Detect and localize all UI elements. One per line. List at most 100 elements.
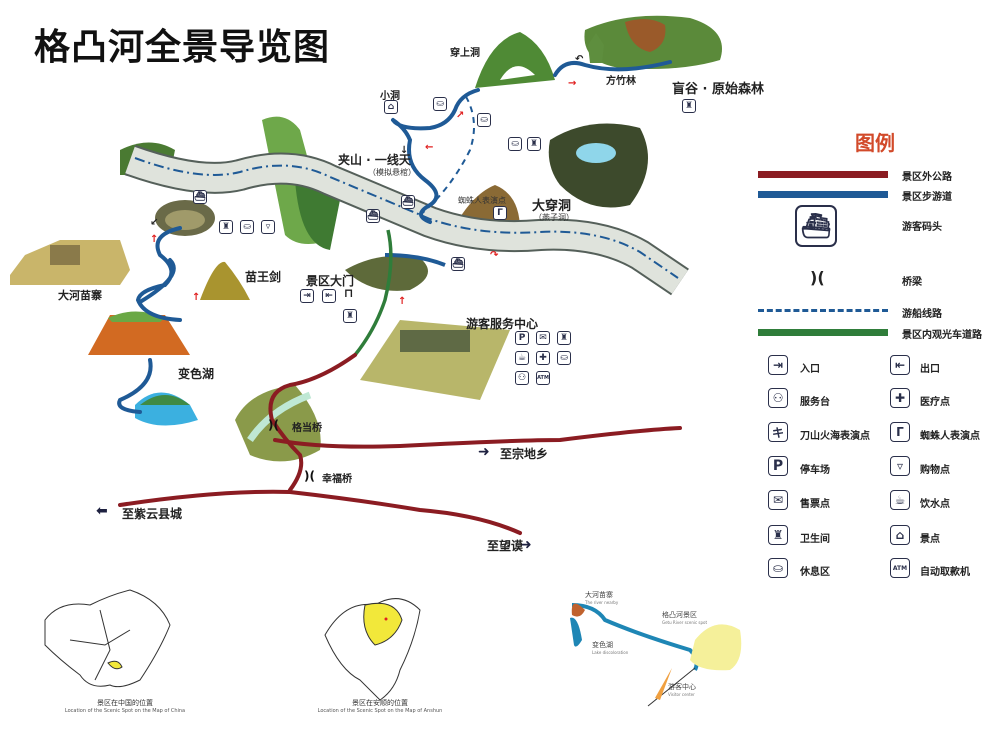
legend-label: 售票点 — [800, 499, 830, 510]
bowl-arena-inner — [165, 210, 205, 230]
bridge-icon: )( — [268, 418, 279, 432]
legend-trail-line — [758, 191, 888, 198]
toilet-icon[interactable]: ♜ — [343, 309, 357, 323]
entrance-icon: ⇥ — [768, 355, 788, 375]
legend-label: 游船线路 — [902, 309, 942, 320]
caption-en: Location of the Scenic Spot on the Map o… — [317, 708, 443, 714]
shopping-cart-icon[interactable]: ▿ — [261, 220, 275, 234]
legend-boat-line — [758, 309, 888, 312]
trail-upper — [391, 60, 672, 224]
label-dahe-miaozhai: 大河苗寨 — [58, 289, 102, 302]
drink-icon[interactable]: ☕ — [515, 351, 529, 365]
village-house — [50, 245, 80, 265]
spiderman-show-icon: Г — [890, 422, 910, 442]
visitor-center-illustration — [360, 320, 510, 400]
medical-icon[interactable]: ✚ — [536, 351, 550, 365]
label-fangzhu-lin: 方竹林 — [606, 76, 636, 87]
walk-arrow-icon: ↗ — [456, 110, 464, 121]
scenic-spot-icon[interactable]: ⌂ — [384, 100, 398, 114]
ship-icon[interactable]: ⛴ — [451, 257, 465, 271]
bridge-icon: )( — [304, 469, 315, 483]
legend-label: 景区内观光车道路 — [902, 330, 982, 341]
china-inset-caption: 景区在中国的位置 Location of the Scenic Spot on … — [60, 698, 190, 714]
legend-label: 饮水点 — [920, 499, 950, 510]
legend-label: 停车场 — [800, 465, 830, 476]
walk-arrow-icon: ↑ — [398, 296, 406, 307]
rest-area-icon[interactable]: ⛀ — [240, 220, 254, 234]
spiderman-show-icon[interactable]: Г — [493, 206, 507, 220]
label-gedang-qiao: 格当桥 — [292, 423, 322, 434]
caption-zh: 景区在中国的位置 — [97, 699, 153, 707]
dachuan-cave-pool — [576, 143, 616, 163]
parking-icon[interactable]: P — [515, 331, 529, 345]
rest-area-icon: ⛀ — [768, 558, 788, 578]
ship-icon[interactable]: ⛴ — [401, 195, 415, 209]
toilet-icon[interactable]: ♜ — [527, 137, 541, 151]
toilet-icon[interactable]: ♜ — [557, 331, 571, 345]
anshun-inset-caption: 景区在安顺的位置 Location of the Scenic Spot on … — [310, 698, 450, 714]
label-bianse-hu: 变色湖 — [178, 367, 215, 381]
scenic-spot-icon: ⌂ — [890, 525, 910, 545]
legend-label: 景区步游道 — [902, 192, 952, 203]
legend-label: 休息区 — [800, 567, 830, 578]
walk-arrow-icon: ↑ — [150, 234, 158, 245]
ticket-icon[interactable]: ✉ — [536, 331, 550, 345]
legend-label: 服务台 — [800, 397, 830, 408]
service-desk-icon: ⚇ — [768, 388, 788, 408]
ship-icon[interactable]: ⛴ — [193, 190, 207, 204]
trail-lower-left — [117, 226, 182, 414]
legend-label: 桥梁 — [902, 277, 922, 288]
manggu-cliff — [625, 19, 666, 53]
bamboo-illustration — [588, 33, 604, 63]
toilet-icon[interactable]: ♜ — [219, 220, 233, 234]
toilet-icon: ♜ — [768, 525, 788, 545]
anshun-inset-map — [324, 598, 421, 701]
scenery — [10, 15, 722, 462]
legend-label: 入口 — [800, 364, 820, 375]
chuanshang-cave-opening — [500, 66, 535, 80]
toilet-icon[interactable]: ♜ — [682, 99, 696, 113]
legend-shuttle-line — [758, 329, 888, 336]
label-to-zongdi: 至宗地乡 — [500, 447, 549, 461]
rest-area-icon[interactable]: ⛀ — [508, 137, 522, 151]
legend-label: 卫生间 — [800, 534, 830, 545]
legend-label: 景点 — [920, 534, 940, 545]
walk-arrow-icon: ↷ — [490, 250, 499, 261]
walk-arrow-icon: ← — [425, 142, 433, 153]
service-desk-icon[interactable]: ⚇ — [515, 371, 529, 385]
miaowang-sword-illustration — [200, 261, 250, 300]
shopping-cart-icon: ▿ — [890, 456, 910, 476]
legend-label: 游客码头 — [902, 222, 942, 233]
legend-label: 刀山火海表演点 — [800, 431, 870, 442]
legend-label: 景区外公路 — [902, 172, 952, 183]
legend-label: 购物点 — [920, 465, 950, 476]
rest-area-icon[interactable]: ⛀ — [557, 351, 571, 365]
parking-icon: P — [768, 456, 788, 476]
arrow-right-icon: ➜ — [478, 444, 490, 460]
bianse-lake-hill — [140, 395, 190, 405]
label-xiao-dong: 小洞 — [380, 91, 400, 102]
label-manggu: 盲谷 · 原始森林 — [672, 82, 764, 97]
dachuan-cave-illustration — [548, 123, 648, 208]
label-jingqu-damen: 景区大门 — [306, 274, 355, 288]
label-jiashan-sub: （模拟悬棺） — [368, 168, 416, 177]
ticket-icon: ✉ — [768, 490, 788, 510]
shuttle-road — [353, 229, 393, 357]
label-dachuan-dong: 大穿洞 — [532, 199, 572, 214]
walk-arrow-icon: ↶ — [575, 54, 584, 65]
rest-area-icon[interactable]: ⛀ — [477, 113, 491, 127]
ship-icon[interactable]: ⛴ — [366, 209, 380, 223]
legend-label: 蜘蛛人表演点 — [920, 431, 980, 442]
china-inset-map — [44, 589, 171, 688]
legend-label: 自动取款机 — [920, 567, 970, 578]
ship-icon: ⛴ — [795, 205, 837, 247]
legend-road-line — [758, 171, 888, 178]
rest-area-icon[interactable]: ⛀ — [433, 97, 447, 111]
label-youke-fuwu: 游客服务中心 — [466, 317, 539, 331]
atm-icon: ATM — [890, 558, 910, 578]
entrance-icon[interactable]: ⇥ — [300, 289, 314, 303]
exit-icon[interactable]: ⇤ — [322, 289, 336, 303]
label-to-ziyun: 至紫云县城 — [122, 507, 183, 521]
atm-icon[interactable]: ATM — [536, 371, 550, 385]
